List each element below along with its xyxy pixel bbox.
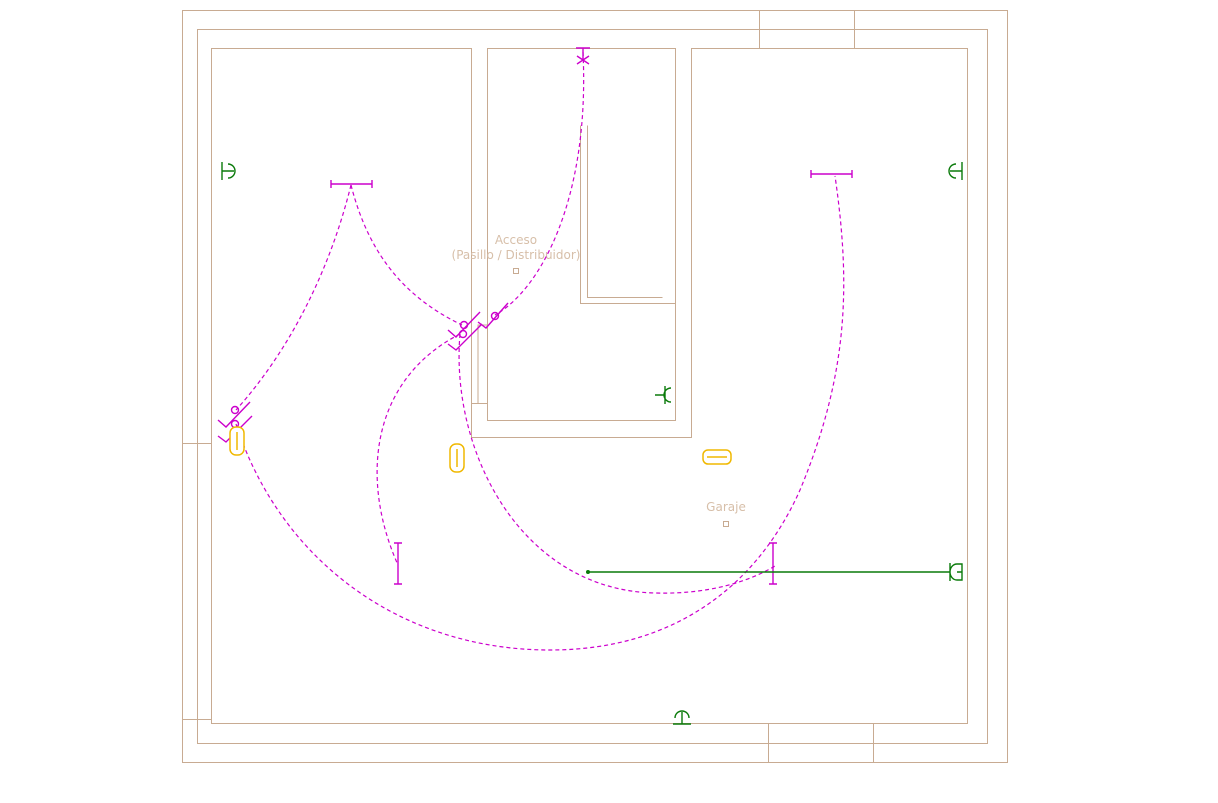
room-subtitle: (Pasillo / Distribuidor) bbox=[452, 248, 581, 262]
room-name: Acceso bbox=[495, 233, 537, 247]
light-fixture-icon bbox=[330, 47, 853, 585]
walls bbox=[182, 10, 1008, 763]
room-label-garaje: Garaje bbox=[706, 500, 746, 527]
bell-circuit bbox=[586, 563, 963, 581]
lamp-icon bbox=[229, 426, 732, 473]
bell-icon bbox=[949, 563, 963, 581]
outlet-icon bbox=[221, 162, 963, 725]
circuit-wiring bbox=[235, 51, 845, 651]
room-label-acceso: Acceso (Pasillo / Distribuidor) bbox=[452, 233, 581, 274]
switch-icon bbox=[217, 302, 509, 443]
room-name: Garaje bbox=[706, 500, 746, 514]
